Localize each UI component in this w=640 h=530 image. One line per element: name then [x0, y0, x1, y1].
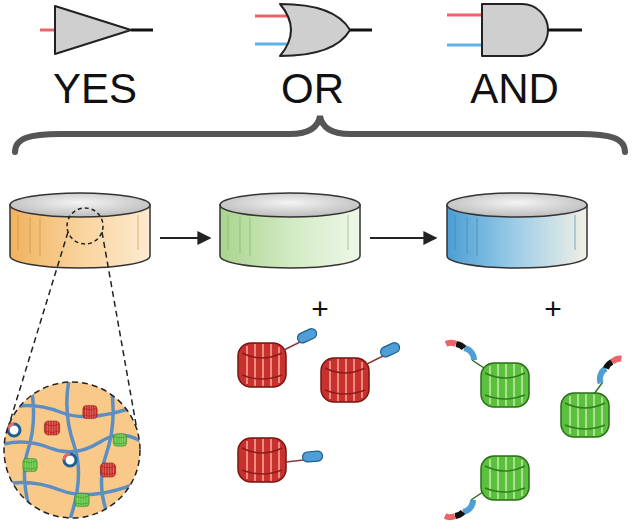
- gate-outline: [447, 14, 482, 17]
- gate-outline: [255, 43, 288, 46]
- gate-symbol: [442, 0, 587, 60]
- gate-symbol: [35, 0, 155, 60]
- logic-gate: YES: [35, 0, 155, 110]
- hydrogel-blue: [447, 193, 587, 268]
- zoom-marker: [67, 208, 103, 244]
- gate-outline: [280, 4, 350, 56]
- gate-outline: [350, 29, 372, 32]
- process-arrow: [160, 237, 210, 239]
- hydrogel-network-zoom: [0, 375, 150, 530]
- gate-outline: [255, 15, 288, 18]
- gate-outline: [482, 4, 548, 56]
- gate-outline: [131, 29, 153, 32]
- gate-label: AND: [442, 68, 587, 110]
- gate-outline: [40, 29, 55, 32]
- gate-symbol: [250, 0, 375, 60]
- gate-label: YES: [35, 68, 155, 110]
- gate-outline: [447, 44, 482, 47]
- curly-brace: [15, 116, 625, 152]
- plus-sign: +: [544, 294, 562, 324]
- red-protein: [238, 327, 318, 387]
- red-protein: [238, 438, 326, 482]
- gate-outline: [548, 29, 582, 32]
- red-protein: [321, 341, 401, 402]
- gate-outline: [55, 6, 131, 54]
- green-protein: [446, 343, 529, 407]
- logic-gate: OR: [250, 0, 375, 110]
- green-protein: [561, 357, 630, 437]
- gate-label: OR: [250, 68, 375, 110]
- green-protein: [445, 456, 529, 517]
- hydrogel-orange: [10, 193, 150, 268]
- plus-sign: +: [311, 294, 329, 324]
- process-arrow: [370, 237, 436, 239]
- logic-gate: AND: [442, 0, 587, 110]
- hydrogel-green: [220, 193, 360, 268]
